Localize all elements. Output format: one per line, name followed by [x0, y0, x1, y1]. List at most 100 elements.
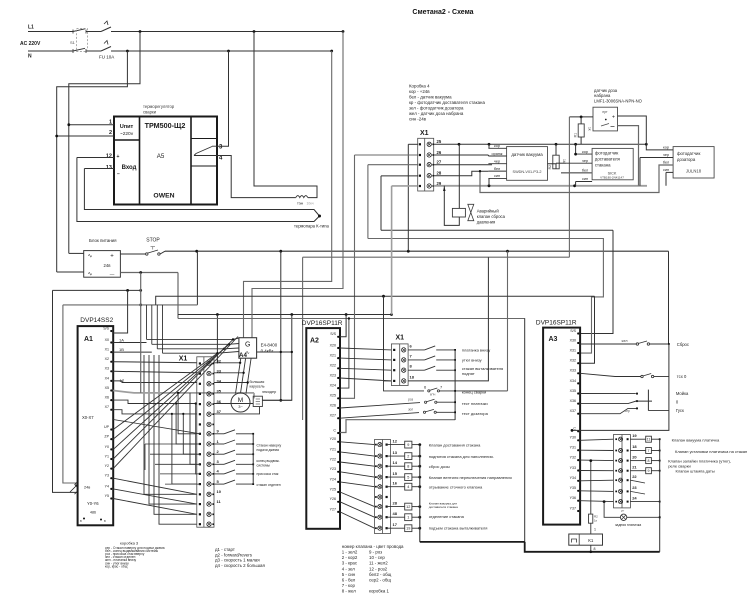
svg-text:ТРМ500-Щ2: ТРМ500-Щ2	[145, 121, 186, 130]
svg-text:оранж: оранж	[492, 152, 503, 156]
svg-text:Y36: Y36	[570, 496, 576, 500]
svg-text:Коробка 4: Коробка 4	[409, 84, 430, 89]
svg-text:сброс дозы: сброс дозы	[429, 464, 450, 469]
svg-text:8 - жел: 8 - жел	[342, 588, 357, 593]
svg-text:8: 8	[410, 364, 413, 369]
svg-text:дозатора: дозатора	[677, 157, 696, 162]
svg-text:утюг внизу: утюг внизу	[462, 357, 482, 362]
svg-text:Y2: Y2	[105, 464, 109, 468]
svg-text:чер: чер	[494, 160, 500, 164]
svg-text:УГ: УГ	[621, 509, 625, 513]
svg-text:18: 18	[632, 444, 637, 449]
svg-text:36: 36	[217, 399, 222, 404]
svg-text:реле сварки: реле сварки	[668, 463, 691, 468]
svg-text:терморегулятор: терморегулятор	[143, 104, 175, 109]
svg-text:1: 1	[594, 528, 596, 532]
svg-text:1: 1	[109, 120, 112, 126]
svg-text:Y31: Y31	[570, 446, 576, 450]
svg-text:Y34: Y34	[570, 476, 576, 480]
svg-text:X1: X1	[105, 348, 109, 352]
svg-text:конец выдвиж.: конец выдвиж.	[257, 459, 280, 463]
svg-text:3: 3	[219, 145, 223, 151]
svg-text:син - утюг внизу: син - утюг внизу	[105, 561, 129, 565]
svg-text:Y23: Y23	[330, 467, 336, 471]
svg-text:присоска стак: присоска стак	[257, 472, 279, 476]
svg-text:∿: ∿	[246, 350, 250, 356]
svg-text:12 - роз2: 12 - роз2	[369, 566, 388, 571]
svg-text:д2 - forward/revers: д2 - forward/revers	[215, 552, 253, 557]
svg-text:18: 18	[410, 374, 415, 379]
svg-text:1k: 1k	[587, 127, 591, 131]
svg-text:12: 12	[406, 505, 410, 509]
svg-text:LMF1-3006SNA-NPN-NO: LMF1-3006SNA-NPN-NO	[594, 99, 643, 104]
svg-text:стакана: стакана	[595, 163, 611, 168]
svg-text:син: син	[582, 177, 588, 181]
svg-text:JULN18: JULN18	[686, 169, 702, 174]
svg-text:R1: R1	[574, 133, 578, 137]
svg-text:19: 19	[632, 433, 637, 438]
svg-text:д1 - старт: д1 - старт	[215, 547, 235, 552]
svg-text:A2: A2	[310, 338, 319, 345]
svg-text:35: 35	[217, 389, 222, 394]
svg-text:486: 486	[90, 511, 96, 515]
svg-text:X20: X20	[330, 343, 336, 347]
svg-text:A3: A3	[549, 336, 558, 343]
svg-text:Клапан вентиля переключения на: Клапан вентиля переключения направления	[429, 475, 512, 480]
svg-text:X24: X24	[330, 384, 336, 388]
svg-text:STOP: STOP	[146, 238, 160, 244]
svg-text:5: 5	[217, 479, 220, 484]
svg-text:A1: A1	[84, 336, 93, 343]
svg-text:3: 3	[217, 459, 220, 464]
svg-text:отделение стакана: отделение стакана	[429, 514, 465, 519]
svg-text:4: 4	[219, 156, 223, 162]
svg-text:14: 14	[393, 460, 398, 465]
svg-text:доставателя: доставателя	[595, 157, 621, 162]
svg-text:1k: 1k	[562, 159, 566, 163]
svg-text:Y5: Y5	[105, 494, 109, 498]
svg-text:11 - жел2: 11 - жел2	[369, 561, 388, 566]
svg-text:DVP16SP11R: DVP16SP11R	[302, 320, 343, 327]
svg-text:Y1: Y1	[105, 454, 109, 458]
svg-text:бел2 - общ: бел2 - общ	[369, 572, 392, 577]
svg-text:М: М	[238, 397, 243, 404]
svg-text:X36: X36	[570, 399, 576, 403]
svg-text:X25: X25	[330, 394, 336, 398]
svg-text:в: в	[104, 519, 106, 523]
svg-text:20: 20	[632, 454, 637, 459]
svg-text:карусель: карусель	[250, 385, 265, 389]
svg-text:Клапан вакуума платичка: Клапан вакуума платичка	[672, 438, 720, 443]
svg-text:большая: большая	[250, 380, 265, 384]
svg-text:энкодер: энкодер	[262, 390, 276, 394]
svg-text:22: 22	[632, 474, 637, 479]
svg-text:кор - +24в: кор - +24в	[409, 89, 430, 94]
svg-text:9: 9	[648, 469, 650, 473]
svg-text:чер: чер	[582, 159, 588, 163]
svg-text:син: син	[663, 168, 669, 172]
svg-text:бел - датчик вакуума: бел - датчик вакуума	[409, 95, 452, 100]
svg-text:24в: 24в	[84, 486, 90, 490]
svg-text:6ПЧ: 6ПЧ	[430, 392, 436, 396]
svg-text:24: 24	[632, 495, 637, 500]
svg-text:платанка внизу: платанка внизу	[462, 347, 490, 352]
svg-text:3~: 3~	[238, 404, 243, 409]
svg-text:Мойка: Мойка	[676, 391, 689, 396]
svg-text:8: 8	[648, 459, 650, 463]
svg-text:A4: A4	[239, 352, 247, 359]
svg-text:жел - датчик доза набрана: жел - датчик доза набрана	[409, 111, 464, 116]
svg-text:−: −	[117, 172, 120, 178]
svg-text:X1: X1	[396, 335, 405, 342]
svg-text:X31: X31	[570, 349, 576, 353]
svg-text:конец сварки: конец сварки	[462, 390, 486, 395]
svg-text:5: 5	[407, 476, 409, 480]
svg-text:поднятия стакана для наполнени: поднятия стакана для наполнения.	[429, 454, 494, 459]
svg-text:датчик вакуума: датчик вакуума	[511, 152, 543, 157]
svg-text:подачи джема: подачи джема	[257, 448, 280, 452]
svg-text:Y30: Y30	[570, 436, 576, 440]
svg-text:19: 19	[406, 527, 410, 531]
svg-text:∿: ∿	[88, 254, 93, 260]
svg-text:1: 1	[407, 516, 409, 520]
svg-text:R2: R2	[548, 165, 552, 169]
svg-text:жел - платанка внизу: жел - платанка внизу	[105, 558, 137, 562]
svg-text:Y21: Y21	[330, 447, 336, 451]
svg-text:0: 0	[676, 399, 679, 404]
